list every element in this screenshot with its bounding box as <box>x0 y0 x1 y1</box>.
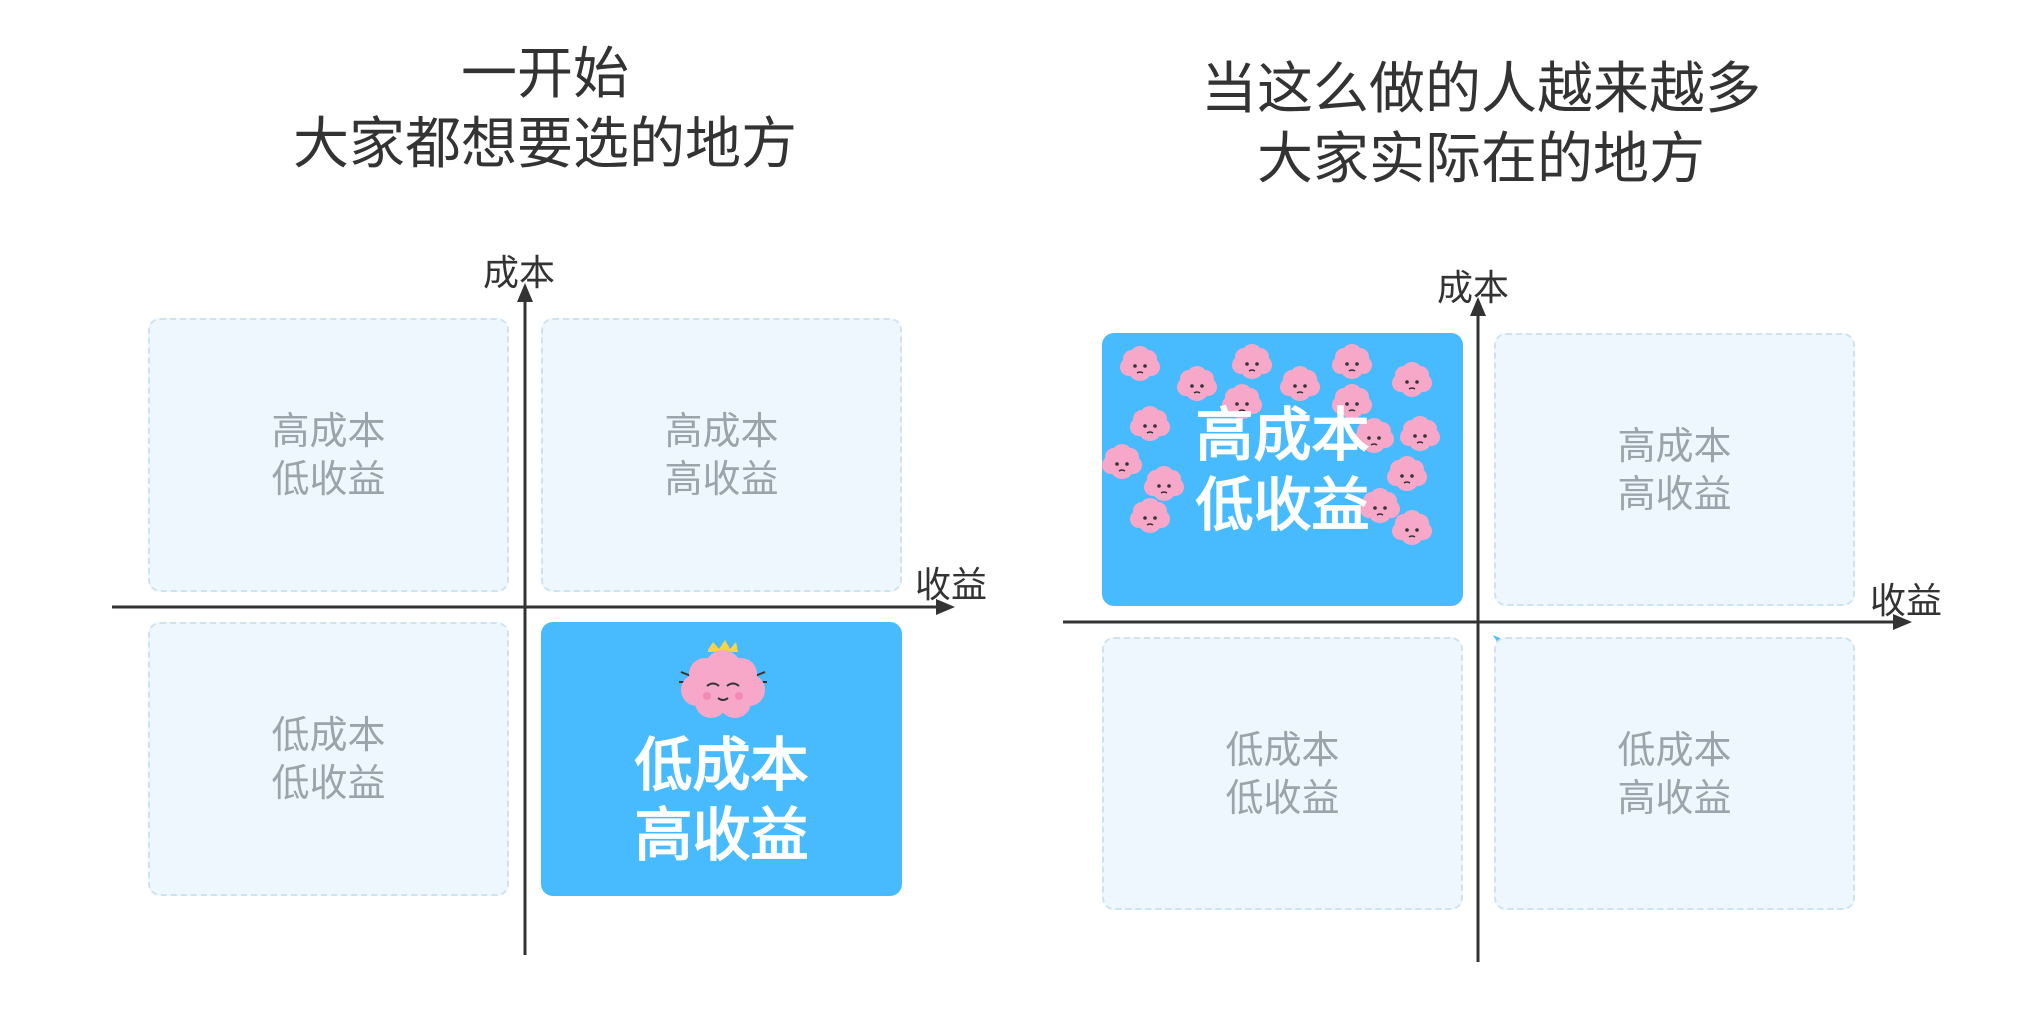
quadrant-cost: 低成本 <box>634 731 809 799</box>
left-quadrant-top-left: 高成本 低收益 <box>148 318 509 592</box>
worried-brain-icon <box>1280 366 1320 401</box>
quadrant-cost: 高成本 <box>1617 423 1732 468</box>
right-panel: 当这么做的人越来越多 大家实际在的地方 成本 收益 高成本 低收益 高成本 高收… <box>1011 0 2022 1010</box>
left-quadrant-top-right: 高成本 高收益 <box>541 318 902 592</box>
left-axes <box>112 283 955 955</box>
quadrant-cost: 高成本 <box>1195 400 1370 469</box>
left-quadrant-bottom-left: 低成本 低收益 <box>148 622 509 896</box>
left-title-line-1: 一开始 <box>461 42 629 107</box>
quadrant-cost: 低成本 <box>1225 727 1340 772</box>
left-y-arrow-icon <box>517 283 533 302</box>
quadrant-cost: 低成本 <box>271 713 386 757</box>
quadrant-benefit: 高收益 <box>1617 775 1732 820</box>
quadrant-benefit: 高收益 <box>1617 471 1732 516</box>
worried-brain-icon <box>1120 346 1160 381</box>
left-title: 一开始 大家都想要选的地方 <box>0 40 1090 180</box>
right-quadrant-top-right: 高成本 高收益 <box>1494 333 1855 606</box>
right-title-line-1: 当这么做的人越来越多 <box>1201 57 1761 122</box>
worried-brain-icon <box>1144 466 1184 501</box>
worried-brain-icon <box>1177 366 1217 401</box>
worried-brain-icon <box>1222 384 1262 419</box>
right-title-line-2: 大家实际在的地方 <box>1257 127 1705 192</box>
quadrant-benefit: 低收益 <box>1195 470 1370 539</box>
worried-brain-icon <box>1332 384 1372 419</box>
left-quadrant-bottom-right-highlighted: 低成本 高收益 <box>541 622 902 896</box>
worried-brain-icon <box>1102 444 1142 479</box>
worried-brain-icon <box>1232 344 1272 379</box>
worried-brain-icon <box>1400 416 1440 451</box>
worried-brain-icon <box>1392 510 1432 545</box>
worried-brain-icon <box>1130 498 1170 533</box>
left-x-arrow-icon <box>936 599 955 615</box>
left-panel: 一开始 大家都想要选的地方 成本 收益 高成本 低收益 高成本 高收益 低成本 … <box>112 42 988 955</box>
quadrant-benefit: 高收益 <box>664 457 779 501</box>
right-x-arrow-icon <box>1893 614 1912 630</box>
worried-brain-icon <box>1130 406 1170 441</box>
worried-brain-icon <box>1332 344 1372 379</box>
quadrant-cost: 低成本 <box>1617 727 1732 772</box>
right-y-axis-label: 成本 <box>1437 268 1510 309</box>
left-x-axis-label: 收益 <box>915 565 988 606</box>
worried-brain-icon <box>1392 362 1432 397</box>
quadrant-benefit: 低收益 <box>271 761 386 805</box>
worried-brain-crowd <box>1102 333 1463 606</box>
quadrant-benefit: 低收益 <box>271 457 386 501</box>
worried-brain-icon <box>1354 418 1394 453</box>
right-quadrant-bottom-left: 低成本 低收益 <box>1102 637 1463 910</box>
worried-brain-icon <box>1360 488 1400 523</box>
quadrant-cost: 高成本 <box>271 409 386 453</box>
right-quadrant-bottom-right: 低成本 高收益 <box>1494 637 1855 910</box>
quadrant-benefit: 低收益 <box>1225 775 1340 820</box>
worried-brain-icon <box>1387 456 1427 491</box>
left-title-line-2: 大家都想要选的地方 <box>293 112 797 177</box>
left-y-axis-label: 成本 <box>483 253 556 294</box>
quadrant-cost: 高成本 <box>664 409 779 453</box>
happy-brain-character-icon <box>679 640 767 718</box>
quadrant-benefit: 高收益 <box>634 801 809 869</box>
right-title: 当这么做的人越来越多 大家实际在的地方 <box>1011 55 1951 195</box>
right-quadrant-top-left-highlighted: 高成本 低收益 <box>1102 333 1463 606</box>
right-x-axis-label: 收益 <box>1870 581 1943 622</box>
right-y-arrow-icon <box>1470 297 1486 316</box>
